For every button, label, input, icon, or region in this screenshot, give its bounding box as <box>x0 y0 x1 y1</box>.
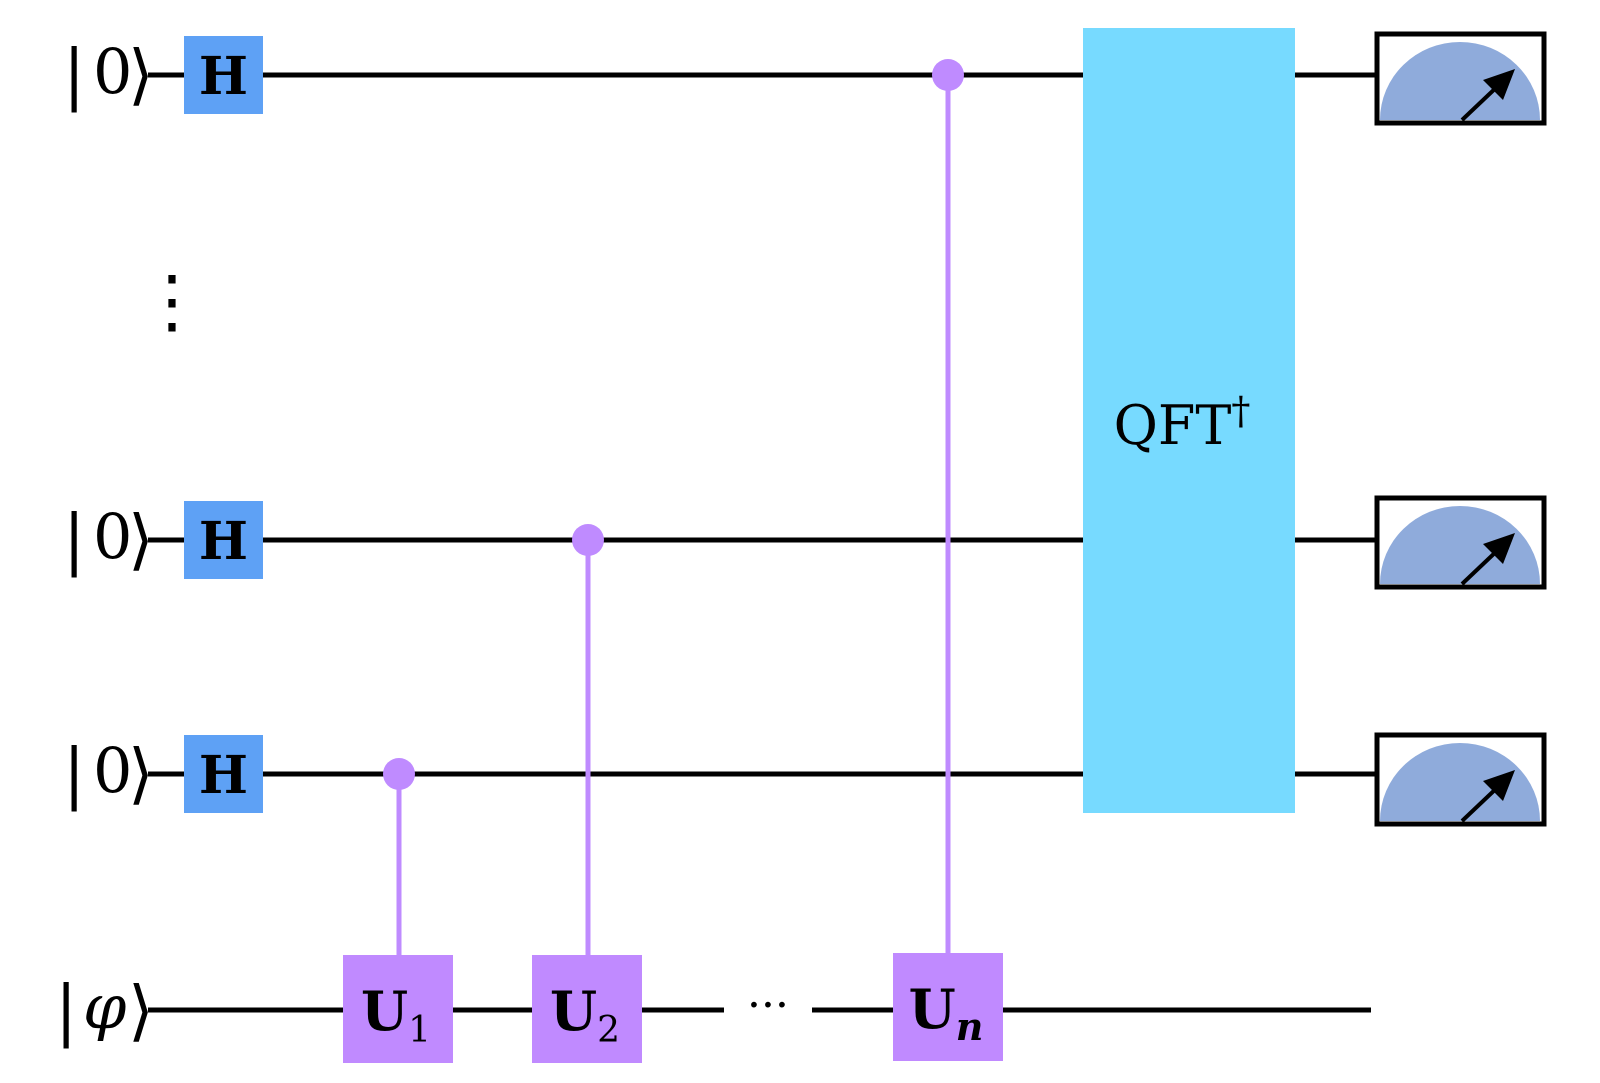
ket-middle-bracket: ⟩ <box>128 501 154 578</box>
ket-middle-value: 0 <box>93 500 132 573</box>
qft-dagger-gate <box>1083 28 1295 813</box>
control-dot-un <box>932 59 964 91</box>
ket-bottom-value: 0 <box>93 734 132 807</box>
ket-target-value: φ <box>83 970 127 1043</box>
ket-top-value: 0 <box>93 35 132 108</box>
ket-target-bracket: ⟩ <box>128 972 154 1049</box>
control-lines <box>396 75 951 955</box>
unitary-u2-sub: 2 <box>597 1010 620 1051</box>
control-dot-u1 <box>383 758 415 790</box>
meter-icon <box>1374 495 1547 590</box>
hadamard-gate-top <box>184 36 263 114</box>
unitary-gate-u1 <box>343 955 453 1063</box>
hadamard-gate-bottom <box>184 735 263 813</box>
hadamard-label-top: H <box>199 46 248 107</box>
unitary-label-un: Un <box>909 977 984 1049</box>
ket-middle-bar: | <box>63 501 85 578</box>
ket-bottom-bracket: ⟩ <box>128 735 154 812</box>
unitary-gate-un <box>893 953 1003 1061</box>
hadamard-label-bottom: H <box>199 745 248 806</box>
meter-icon <box>1374 732 1547 827</box>
qft-label-dagger: † <box>1231 389 1250 433</box>
qft-label-base: QFT <box>1114 394 1232 457</box>
unitary-u2-base: U <box>550 979 597 1043</box>
ket-top-bracket: ⟩ <box>128 36 154 113</box>
unitary-un-base: U <box>909 977 956 1041</box>
target-ellipsis: ··· <box>747 980 789 1031</box>
unitary-u1-base: U <box>361 979 408 1043</box>
ket-bottom-bar: | <box>63 735 85 812</box>
control-dot-u2 <box>572 524 604 556</box>
inverse-qft-block: QFT† <box>1083 28 1295 813</box>
ket-top-bar: | <box>63 36 85 113</box>
unitary-label-u1: U1 <box>361 979 431 1051</box>
ellipsis-vertical: ⋮ <box>137 260 207 342</box>
unitary-label-u2: U2 <box>550 979 620 1051</box>
hadamard-label-middle: H <box>199 511 248 572</box>
state-labels: | 0 ⟩ ⋮ | 0 ⟩ | 0 ⟩ | φ ⟩ <box>55 35 207 1049</box>
ket-target-bar: | <box>55 972 77 1049</box>
measurements <box>1374 31 1547 827</box>
control-dots <box>383 59 964 790</box>
unitary-gate-u2 <box>532 955 642 1063</box>
unitary-u1-sub: 1 <box>408 1010 431 1051</box>
unitary-gates: U1 U2 ··· Un <box>343 953 1003 1063</box>
hadamard-gate-middle <box>184 501 263 579</box>
unitary-un-sub: n <box>956 1004 984 1049</box>
qft-dagger-label: QFT† <box>1114 389 1251 457</box>
meter-icon <box>1374 31 1547 126</box>
hadamard-gates: H H H <box>184 36 263 813</box>
